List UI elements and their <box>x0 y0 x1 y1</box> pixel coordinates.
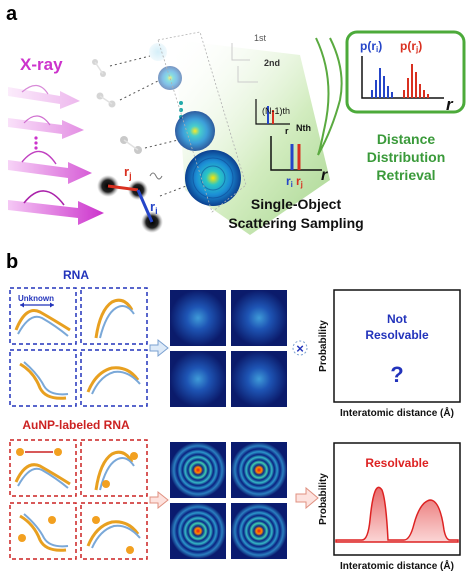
top-plot-xlabel: Interatomic distance (Å) <box>340 406 454 419</box>
resolvable-curve <box>335 486 459 543</box>
sampling-title-line1: Single-Object <box>251 196 342 212</box>
cone-outline <box>157 31 247 213</box>
plot-rj-label: rj <box>296 174 303 189</box>
scattering-spheres <box>149 43 241 206</box>
aunp-scattering-images <box>170 442 287 559</box>
panel-a-label: a <box>6 3 18 25</box>
ri-label: ri <box>150 199 158 216</box>
plot-axis-r: r <box>321 167 328 184</box>
not-resolvable-line1: Not <box>387 312 407 326</box>
rna-title: RNA <box>63 268 89 282</box>
rj-label: rj <box>124 164 132 181</box>
cross-mark: × <box>296 341 304 356</box>
cross-circle <box>292 340 308 356</box>
order-label-n: Nth <box>296 123 311 133</box>
rna-structures <box>9 287 148 407</box>
sampling-bracket <box>315 37 343 156</box>
unknown-arrowheads <box>20 302 54 308</box>
resolvable-label: Resolvable <box>365 456 429 470</box>
top-plot-frame <box>333 289 461 403</box>
distribution-histogram <box>371 64 429 98</box>
retrieval-title-line1: Distance <box>377 131 436 147</box>
retrieval-title-line3: Retrieval <box>376 167 435 183</box>
aunp-arrow <box>149 490 169 510</box>
aunp-title: AuNP-labeled RNA <box>22 418 130 432</box>
bottom-plot-ylabel: Probability <box>318 473 329 525</box>
p-rj-label: p(rj) <box>400 39 422 54</box>
resolvable-arrow <box>295 486 319 510</box>
bottom-plot-xlabel: Interatomic distance (Å) <box>340 559 454 572</box>
order-label-2: 2nd <box>264 58 280 68</box>
xray-label: X-ray <box>20 55 63 74</box>
rna-arrow <box>149 338 169 358</box>
order-label-n1: (N-1)th <box>262 106 290 116</box>
order-axis-r-small: r <box>285 126 289 136</box>
sampling-order-plots: 1st 2nd (N-1)th r Nth <box>231 33 322 171</box>
unknown-label: Unknown <box>18 294 54 303</box>
top-plot-ylabel: Probability <box>318 320 329 372</box>
question-mark: ? <box>390 362 403 387</box>
molecule-copies <box>92 59 142 154</box>
order-label-1: 1st <box>254 33 267 43</box>
panel-b-label: b <box>6 251 18 273</box>
p-ri-label: p(ri) <box>360 39 382 54</box>
xray-beams <box>8 84 104 225</box>
not-resolvable-line2: Resolvable <box>365 328 429 342</box>
aunp-structures <box>9 439 148 560</box>
rna-scattering-images <box>170 290 287 407</box>
plot-ri-label: ri <box>286 174 293 189</box>
retrieval-title-line2: Distribution <box>367 149 446 165</box>
distribution-axis-r: r <box>446 95 454 114</box>
sampling-title-line2: Scattering Sampling <box>228 215 363 231</box>
molecule-pair <box>97 172 163 233</box>
